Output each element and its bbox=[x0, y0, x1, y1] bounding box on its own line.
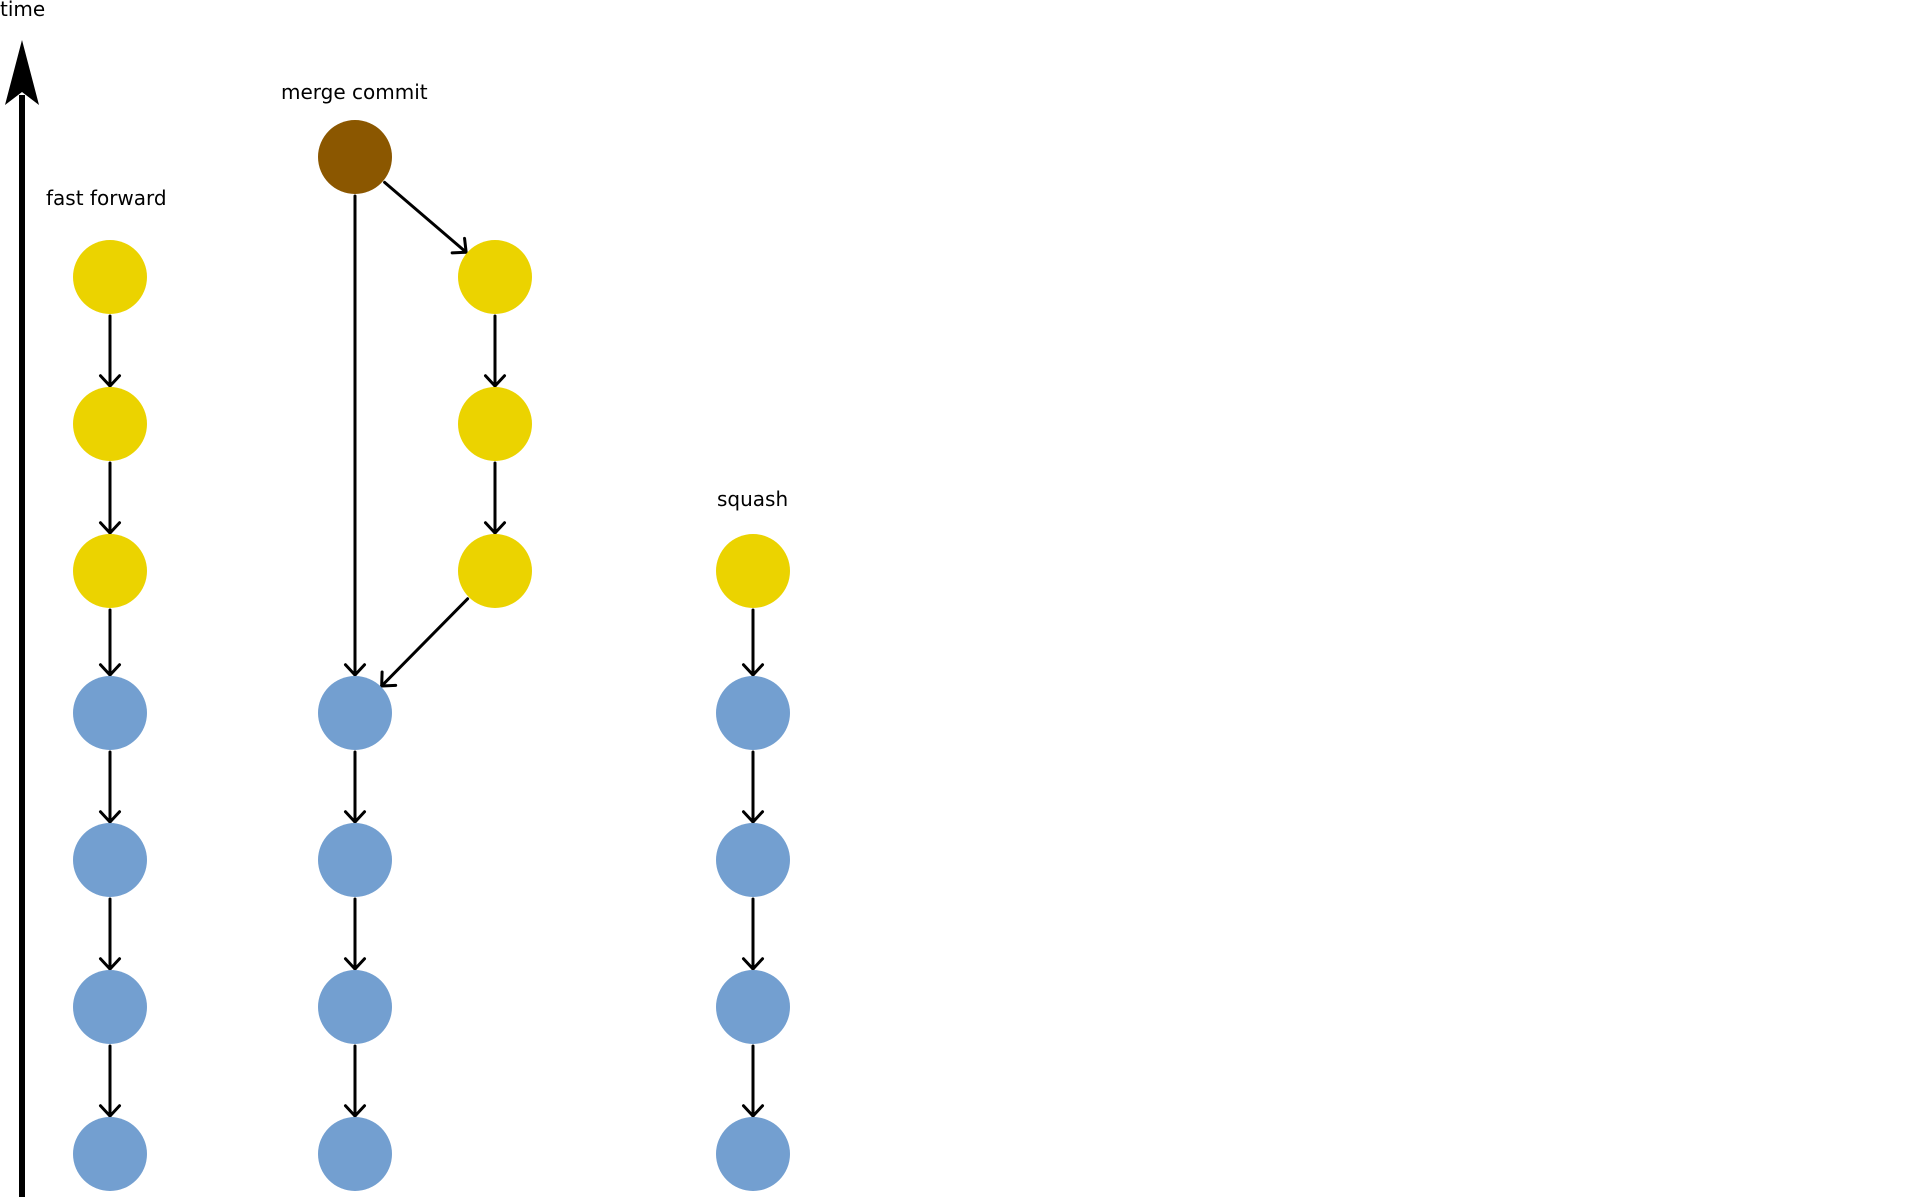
edge-mc-m-to-mc-f3 bbox=[383, 180, 468, 254]
arrowhead-sq-5-to-sq-4 bbox=[741, 663, 765, 677]
arrowhead-mc-m-to-mc-4 bbox=[343, 663, 367, 677]
arrowhead-ff-4-to-ff-3 bbox=[98, 810, 122, 824]
commit-node-feature-mc-f2 bbox=[458, 387, 532, 461]
commit-node-feature-mc-f3 bbox=[458, 240, 532, 314]
commit-node-merge-mc-m bbox=[318, 120, 392, 194]
commit-node-base-mc-3 bbox=[318, 823, 392, 897]
nodes-layer bbox=[73, 120, 790, 1191]
arrowhead-sq-3-to-sq-2 bbox=[741, 957, 765, 971]
commit-node-base-mc-1 bbox=[318, 1117, 392, 1191]
commit-node-feature-mc-f1 bbox=[458, 534, 532, 608]
arrowhead-ff-2-to-ff-1 bbox=[98, 1104, 122, 1118]
commit-node-base-sq-1 bbox=[716, 1117, 790, 1191]
arrowhead-ff-5-to-ff-4 bbox=[98, 663, 122, 677]
arrowhead-mc-f3-to-mc-f2 bbox=[483, 374, 507, 388]
arrowhead-sq-4-to-sq-3 bbox=[741, 810, 765, 824]
commit-node-base-sq-3 bbox=[716, 823, 790, 897]
commit-node-feature-ff-6 bbox=[73, 387, 147, 461]
arrowhead-mc-m-to-mc-f3 bbox=[450, 236, 468, 255]
commit-node-base-ff-3 bbox=[73, 823, 147, 897]
time-axis: time bbox=[0, 0, 45, 1197]
group-label-squash: squash bbox=[717, 487, 788, 511]
commit-node-base-ff-4 bbox=[73, 676, 147, 750]
arrowhead-mc-2-to-mc-1 bbox=[343, 1104, 367, 1118]
group-label-merge-commit: merge commit bbox=[281, 80, 428, 104]
commit-node-base-sq-4 bbox=[716, 676, 790, 750]
arrowhead-mc-f1-to-mc-4 bbox=[380, 670, 398, 688]
edge-mc-f1-to-mc-4 bbox=[380, 597, 470, 688]
arrowhead-mc-4-to-mc-3 bbox=[343, 810, 367, 824]
edges-layer bbox=[98, 180, 765, 1118]
commit-node-base-mc-4 bbox=[318, 676, 392, 750]
commit-node-base-mc-2 bbox=[318, 970, 392, 1044]
commit-node-feature-ff-5 bbox=[73, 534, 147, 608]
time-axis-label: time bbox=[0, 0, 45, 21]
time-axis-arrowhead bbox=[5, 40, 39, 105]
arrowhead-mc-f2-to-mc-f1 bbox=[483, 521, 507, 535]
commit-node-base-ff-2 bbox=[73, 970, 147, 1044]
commit-node-base-ff-1 bbox=[73, 1117, 147, 1191]
commit-node-feature-sq-5 bbox=[716, 534, 790, 608]
arrowhead-ff-7-to-ff-6 bbox=[98, 374, 122, 388]
group-label-fast-forward: fast forward bbox=[46, 186, 167, 210]
commit-node-feature-ff-7 bbox=[73, 240, 147, 314]
commit-node-base-sq-2 bbox=[716, 970, 790, 1044]
arrowhead-mc-3-to-mc-2 bbox=[343, 957, 367, 971]
arrowhead-ff-6-to-ff-5 bbox=[98, 521, 122, 535]
arrowhead-ff-3-to-ff-2 bbox=[98, 957, 122, 971]
arrowhead-sq-2-to-sq-1 bbox=[741, 1104, 765, 1118]
